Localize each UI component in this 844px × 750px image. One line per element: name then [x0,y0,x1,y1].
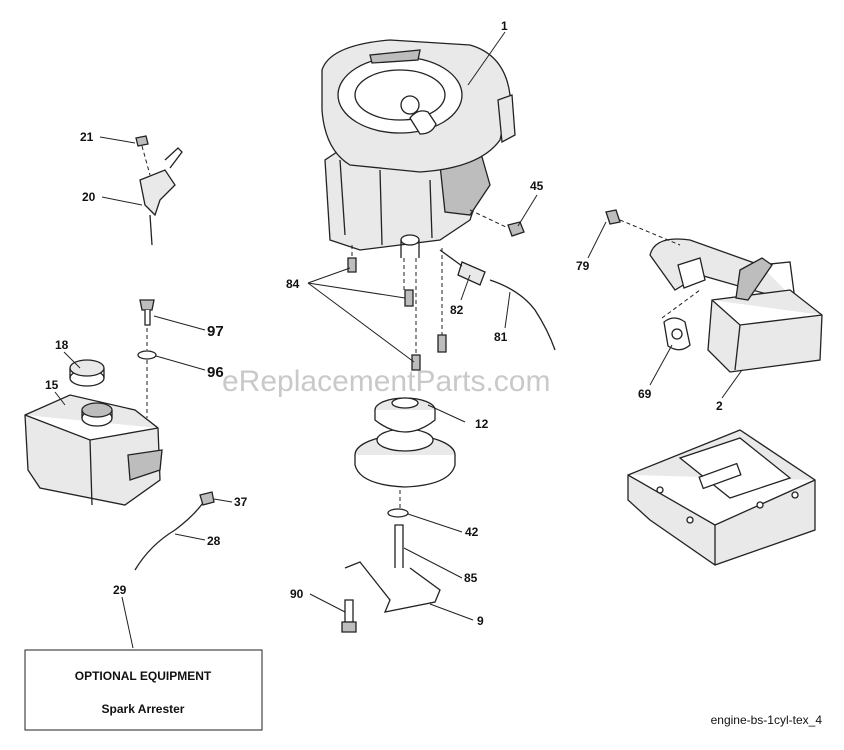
label-part-12: 12 [475,417,489,431]
label-part-45: 45 [530,179,544,193]
fuel-filter[interactable] [439,249,486,286]
tank-washer[interactable] [137,350,157,360]
part-labels: 1 45 79 84 82 81 12 69 2 21 20 97 96 18 … [45,19,723,628]
label-part-42: 42 [465,525,479,539]
label-part-15: 15 [45,378,59,392]
optional-equipment-item: Spark Arrester [102,702,185,716]
engine-bolt-1[interactable] [347,257,357,273]
muffler-assembly[interactable] [605,209,823,373]
engine-bolt-3[interactable] [437,334,447,353]
engine-pulley[interactable] [354,397,456,488]
belt-guide[interactable] [344,561,441,613]
optional-equipment-title: OPTIONAL EQUIPMENT [75,669,212,683]
engine-mount-plate[interactable] [627,429,816,566]
label-part-1: 1 [501,19,508,33]
label-part-20: 20 [82,190,96,204]
label-part-81: 81 [494,330,508,344]
fuel-tank[interactable] [24,394,163,506]
throttle-control[interactable] [135,135,183,246]
leader-lines [54,31,743,649]
label-part-28: 28 [207,534,221,548]
label-part-29: 29 [113,583,127,597]
engine-bolt-4[interactable] [411,354,421,371]
engine-nut[interactable] [507,221,525,237]
pulley-washer[interactable] [387,508,409,518]
tank-bolt[interactable] [139,299,155,326]
label-part-96: 96 [207,364,224,381]
label-part-21: 21 [80,130,94,144]
fuel-cap[interactable] [69,359,105,387]
engine-bolt-2[interactable] [404,289,414,307]
diagram-reference: engine-bs-1cyl-tex_4 [711,713,823,727]
engine-assembly[interactable] [321,39,516,258]
watermark: eReplacementParts.com [222,365,550,398]
label-part-9: 9 [477,614,484,628]
label-part-90: 90 [290,587,304,601]
label-part-84: 84 [286,277,300,291]
fuel-hose[interactable] [489,279,556,351]
belt-guide-bolt[interactable] [341,599,357,633]
optional-equipment-box: OPTIONAL EQUIPMENT Spark Arrester [24,649,263,731]
label-part-18: 18 [55,338,69,352]
label-part-79: 79 [576,259,590,273]
label-part-37: 37 [234,495,248,509]
label-part-69: 69 [638,387,652,401]
fuel-line-clamp[interactable] [199,491,215,506]
fuel-line[interactable] [134,499,206,571]
label-part-2: 2 [716,399,723,413]
label-part-85: 85 [464,571,478,585]
label-part-97: 97 [207,323,224,340]
label-part-82: 82 [450,303,464,317]
exhaust-bolt[interactable] [605,209,621,225]
